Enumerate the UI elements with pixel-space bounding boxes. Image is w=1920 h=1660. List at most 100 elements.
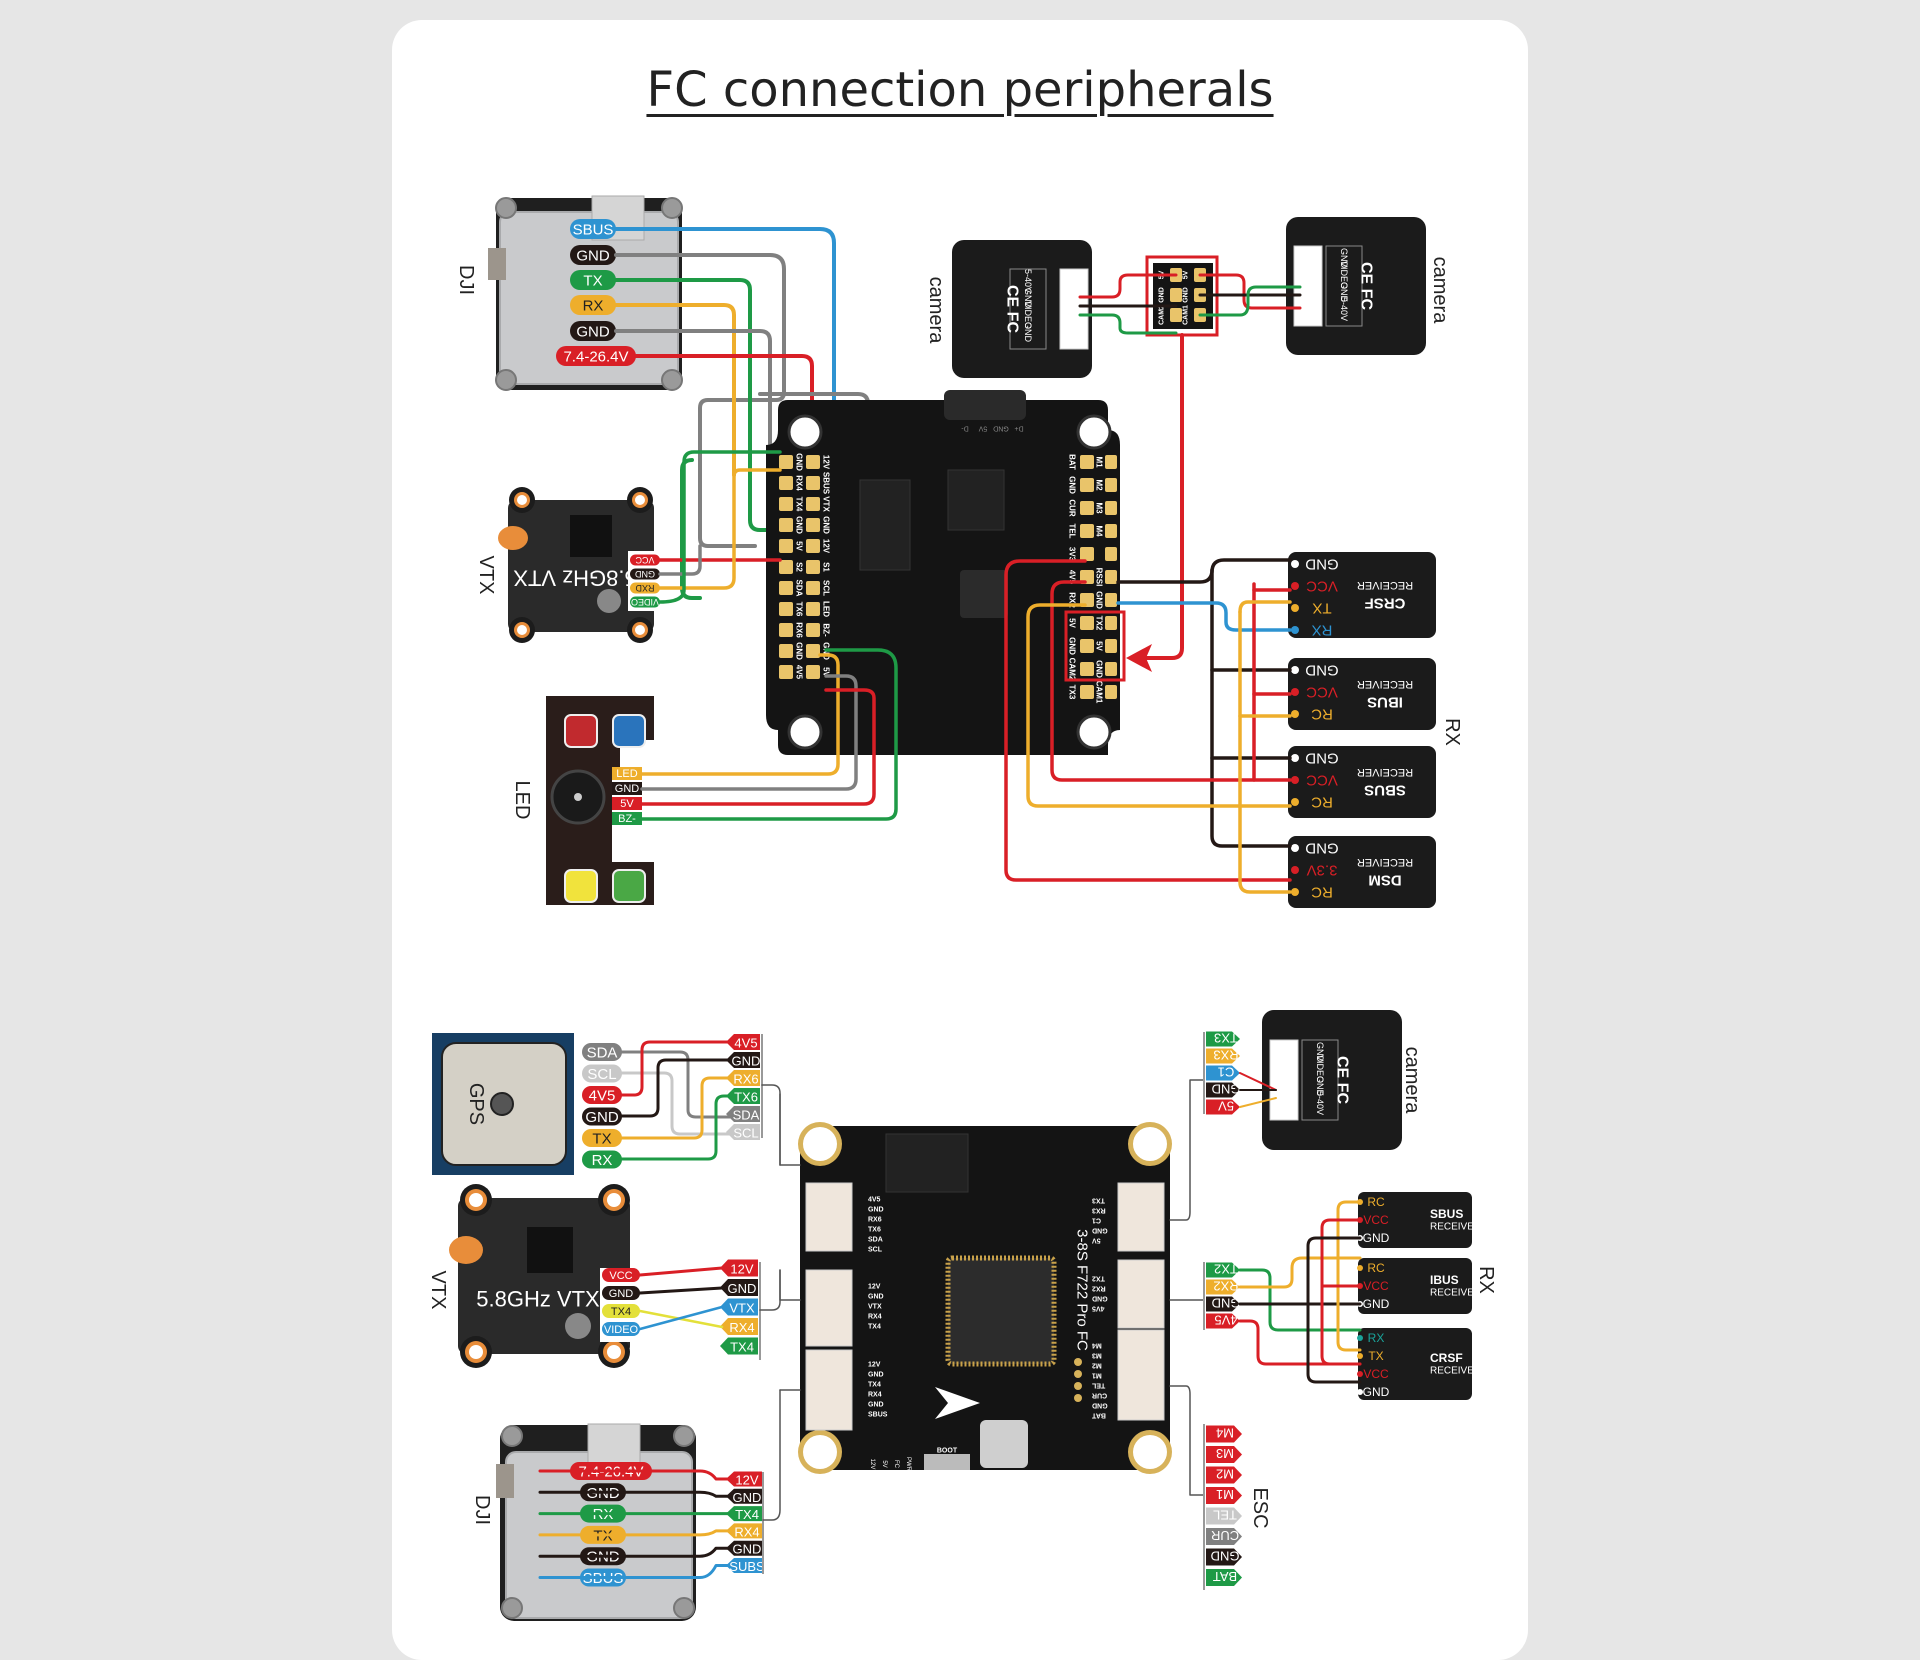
dji-pin-7.4-26.4v: 7.4-26.4V xyxy=(556,346,636,366)
pad xyxy=(1105,455,1117,469)
pin-dot xyxy=(1291,776,1299,784)
ce-fc-mark-icon: CE FC xyxy=(1004,285,1021,333)
chip xyxy=(859,479,911,571)
tag-shape xyxy=(720,1337,758,1355)
camera-fc-tag-rx3: RX3 xyxy=(1206,1048,1240,1064)
receiver-pin-label: RC xyxy=(1367,1261,1385,1275)
led-label: FC xyxy=(893,1460,899,1469)
led-light-icon xyxy=(564,714,598,748)
antenna-connector xyxy=(488,248,506,280)
led-label: 12V xyxy=(869,1459,875,1470)
camera-connector xyxy=(1059,268,1089,350)
tag-text: SUBS xyxy=(729,1559,765,1574)
receiver-name: SBUS xyxy=(1364,782,1406,799)
usb-pad-label: 5V xyxy=(978,425,987,432)
receiver-pin-label: VCC xyxy=(1306,684,1338,701)
tag-text: CUR xyxy=(1211,1528,1239,1543)
fc-pin-label: M3 xyxy=(1092,1352,1102,1359)
pin-dot xyxy=(1291,710,1299,718)
pad xyxy=(1080,639,1094,653)
pad-label: SBUS xyxy=(822,472,831,495)
wire-gps-rx xyxy=(620,1094,732,1161)
receiver-name: CRSF xyxy=(1430,1351,1463,1365)
wire-dji-b-4 xyxy=(538,1546,730,1558)
fc-pin-label: GND xyxy=(868,1372,884,1379)
tag-text: C1 xyxy=(1218,1065,1235,1080)
mount-hole-icon xyxy=(787,714,823,750)
camera-connector xyxy=(1269,1039,1299,1121)
camera-pin-text: 5-40V xyxy=(1023,269,1033,293)
pad-label: 12V xyxy=(822,455,831,470)
esc-tag-tel: TEL xyxy=(1206,1507,1242,1525)
pad-label: M2 xyxy=(1095,479,1104,491)
logo-arrow-icon xyxy=(935,1387,980,1419)
fc-pin-label: SDA xyxy=(868,1237,883,1244)
pin-label-text: SCL xyxy=(587,1066,616,1083)
pad xyxy=(1080,501,1094,515)
wire-vtx-fc xyxy=(759,1269,781,1311)
wire-cam-to-fc xyxy=(1138,333,1184,660)
camera-pin-text: GND xyxy=(1023,322,1033,343)
wire-led-bz xyxy=(640,648,898,821)
usb-port xyxy=(587,1423,641,1469)
wire-dji-tx xyxy=(614,278,792,532)
vtx-fc-tag-gnd: GND xyxy=(720,1279,758,1296)
receiver-body xyxy=(1288,836,1436,908)
pad-label: TX3 xyxy=(1068,685,1077,700)
pad-label: 5V xyxy=(1068,618,1077,628)
pin-dot xyxy=(1291,560,1299,568)
wire-vcc-bus-b xyxy=(1320,1218,1362,1366)
mount-hole-icon xyxy=(803,1127,837,1161)
pin-dot xyxy=(1291,798,1299,806)
led-pin-text: LED xyxy=(616,768,637,780)
camera-pin-text: 5-40V xyxy=(1339,297,1349,321)
pad-label: M3 xyxy=(1095,502,1104,514)
wire-dji-b-3 xyxy=(538,1529,730,1537)
usb-c-port xyxy=(980,1420,1028,1468)
tag-shape xyxy=(726,1124,760,1140)
vtx-chip xyxy=(570,515,612,557)
bracket-left-1 xyxy=(779,1093,801,1166)
wire-rx-gnd-bus xyxy=(1210,568,1292,848)
camera-pin-text: GND xyxy=(1023,288,1033,309)
pad-label: RX2 xyxy=(1068,592,1077,608)
pad xyxy=(779,497,793,511)
tag-text: VTX xyxy=(729,1301,755,1316)
receiver-pin-label: RC xyxy=(1311,884,1333,901)
tag-text: 4V5 xyxy=(1214,1313,1237,1328)
led-pin-text: GND xyxy=(615,783,640,795)
wire-crsf-rx xyxy=(1116,601,1292,632)
wire-vtx-gnd-b xyxy=(638,1286,724,1295)
pin-label-text: GND xyxy=(585,1109,619,1126)
fc-pin-label: GND xyxy=(1092,1227,1108,1234)
fc-pin-label: RX3 xyxy=(1092,1207,1106,1214)
mount-hole-icon xyxy=(635,495,645,505)
tag-shape xyxy=(720,1259,758,1277)
receiver-pin-label: TX xyxy=(1368,1349,1383,1363)
gps-fc-tag-rx6: RX6 xyxy=(726,1070,760,1087)
pad-label: 5V xyxy=(822,667,831,677)
tag-shape xyxy=(1206,1446,1242,1463)
pin-pill xyxy=(570,295,616,315)
wire-tx2-crsf-rx xyxy=(1238,1268,1362,1332)
pad-label: VTX xyxy=(822,496,831,512)
dji-pin-sbus: SBUS xyxy=(570,219,616,239)
dji-fc-tag-subs: SUBS xyxy=(726,1558,765,1574)
tag-shape xyxy=(1206,1082,1240,1098)
receiver-name: CRSF xyxy=(1365,595,1406,612)
pin-pill xyxy=(582,1107,622,1126)
camera-fc-tag-tx3: TX3 xyxy=(1206,1031,1240,1047)
pad xyxy=(779,602,793,616)
tag-text: RX4 xyxy=(734,1524,759,1539)
fc-pin-label: GND xyxy=(868,1294,884,1301)
dji-title: DJI xyxy=(471,1495,493,1525)
receiver-pin-label: VCC xyxy=(1306,578,1338,595)
pad xyxy=(779,581,793,595)
buzzer-center xyxy=(574,793,582,801)
receiver-sub: RECEIVER xyxy=(1357,766,1413,778)
pad-label: M1 xyxy=(1095,456,1104,468)
ce-fc-mark-icon: CE FC xyxy=(1334,1056,1351,1104)
